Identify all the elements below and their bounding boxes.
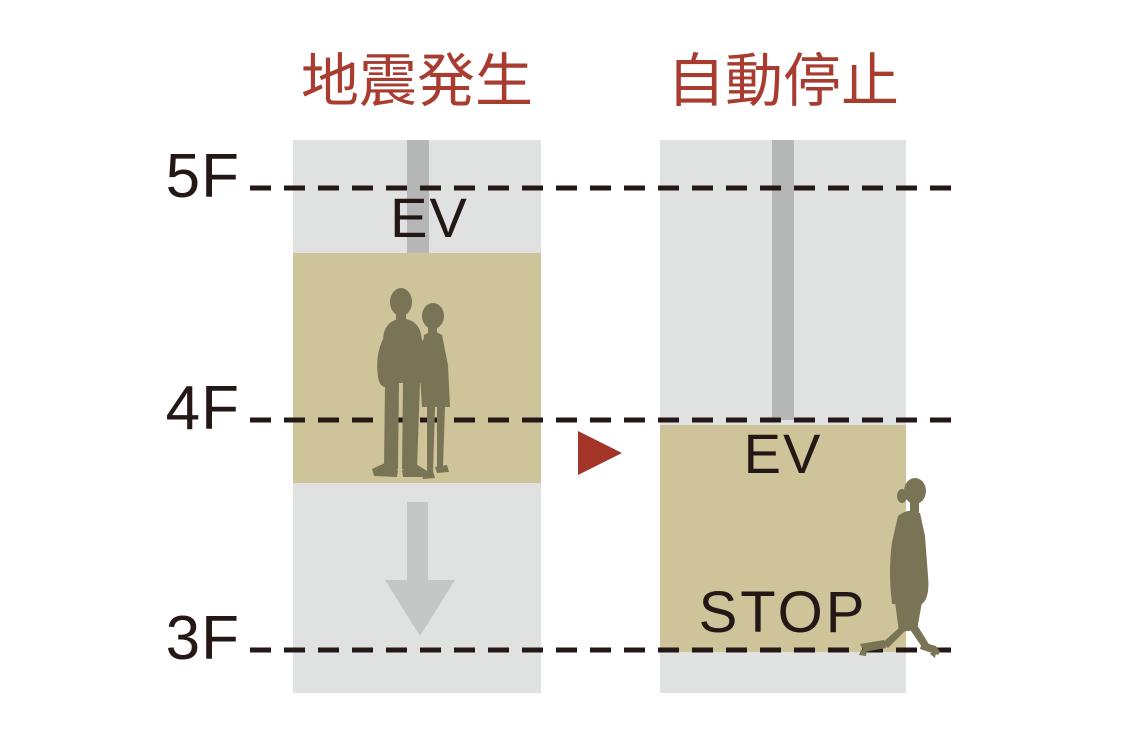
ev-label-left: EV [390,186,469,249]
floor-label-5f: 5F [165,142,240,211]
floor-label-4f: 4F [165,374,240,443]
ev-label-right: EV [743,422,823,485]
walking-woman-silhouette-icon [859,478,940,658]
elevator-cable-left [407,140,429,254]
right-arrowhead-icon [578,431,622,475]
floor-label-3f: 3F [165,604,240,673]
auto-stop-panel-title: 自動停止 [666,49,899,114]
down-arrow-icon [385,502,455,636]
earthquake-panel-title: 地震発生 [300,49,533,114]
elevator-cable-right [772,140,794,420]
elevator-car-right [660,425,906,652]
standing-couple-silhouette-icon [372,288,450,479]
stop-label: STOP [698,580,868,645]
